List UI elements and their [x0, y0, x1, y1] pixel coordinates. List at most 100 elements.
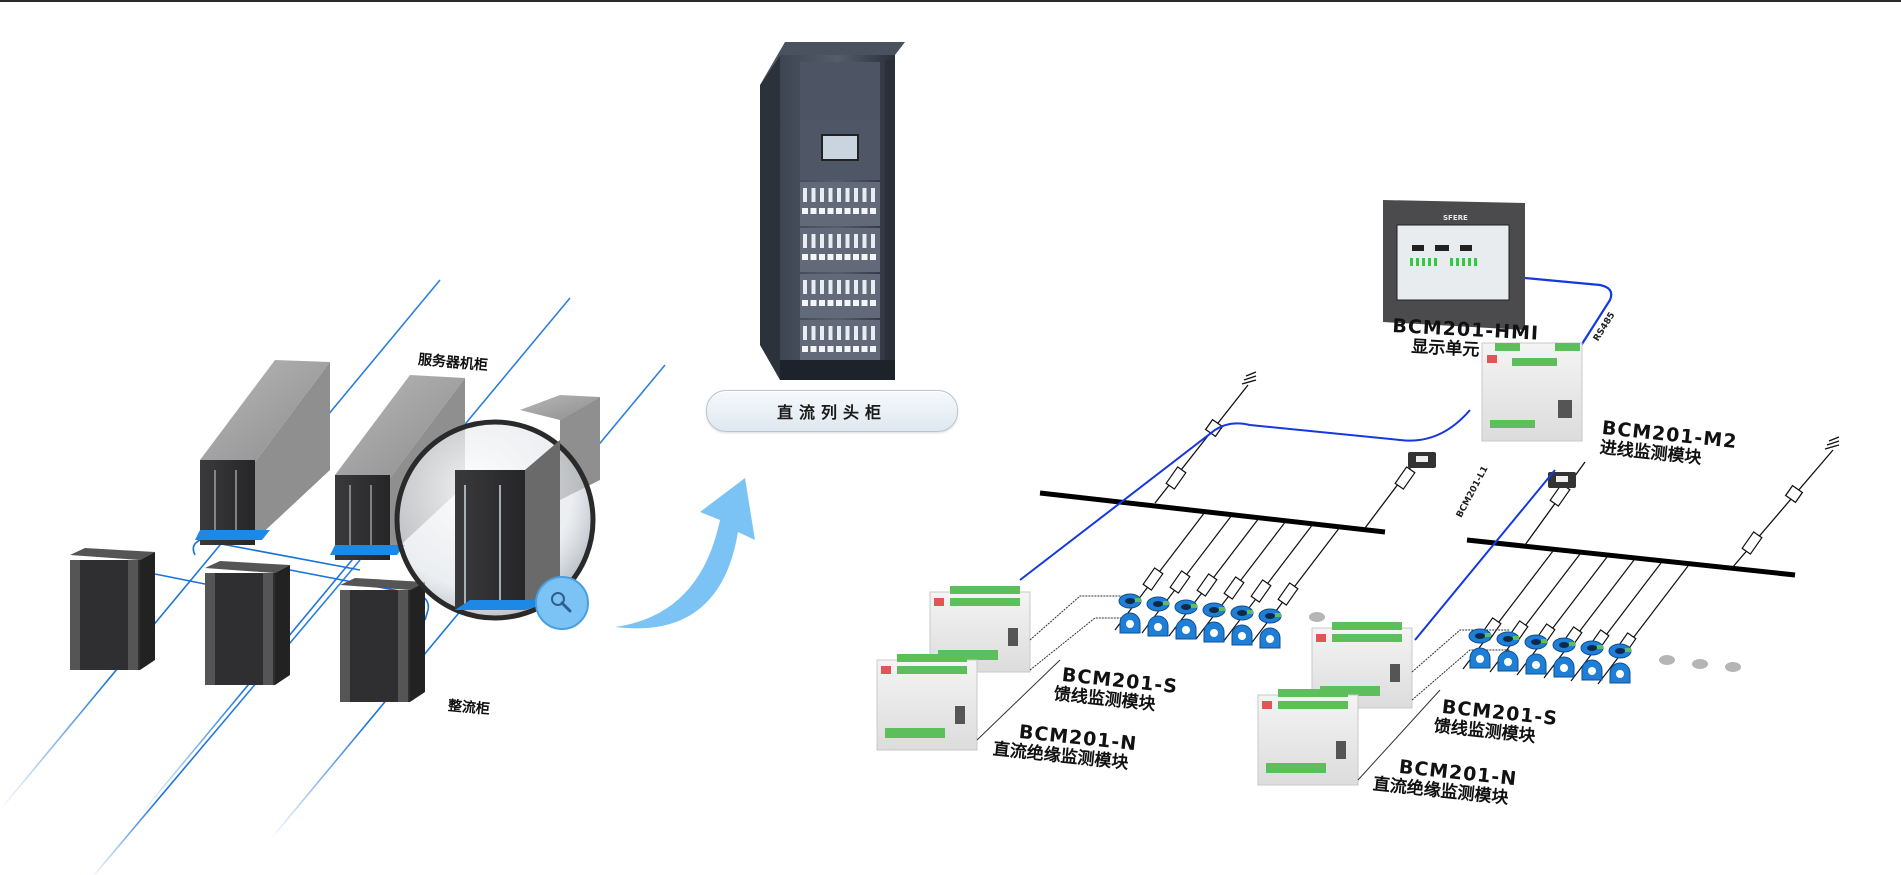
busbar-schematic: [1039, 371, 1840, 685]
signal-wire: [1411, 629, 1510, 673]
signal-wire: [1029, 595, 1135, 641]
sensor-aperture: [1615, 648, 1625, 654]
breaker-handle: [811, 234, 816, 248]
sensor-aperture: [1126, 620, 1134, 628]
breaker-handle: [828, 234, 833, 248]
breaker-terminal: [861, 346, 868, 352]
breaker-handle: [811, 280, 816, 294]
breaker-handle: [837, 234, 841, 248]
breaker-terminal: [844, 254, 851, 260]
feeder-line: [1597, 565, 1689, 685]
breaker-handle: [803, 234, 807, 248]
fuse-symbol: [1142, 567, 1164, 591]
breaker-handle: [871, 280, 875, 294]
breaker-handle: [828, 280, 833, 294]
breaker-handle: [862, 280, 867, 294]
breaker-handle: [803, 280, 807, 294]
breaker-terminal: [827, 208, 834, 214]
fuse-symbol: [1277, 582, 1299, 606]
breaker-terminal: [870, 300, 876, 306]
breaker-handle: [803, 326, 807, 340]
terminal-block: [1278, 701, 1348, 709]
breaker-handle: [820, 234, 824, 248]
dc-current-sensor-window: [1556, 476, 1568, 482]
breaker-handle: [828, 326, 833, 340]
sensor-connector: [1135, 598, 1141, 602]
breaker-symbol: [1784, 484, 1804, 504]
breaker-handle: [862, 326, 867, 340]
sensor-aperture: [1154, 623, 1162, 631]
signal-wire: [976, 659, 1061, 741]
breaker-handle: [854, 234, 858, 248]
sensor-connector: [1541, 639, 1547, 643]
fuse-symbol: [1741, 531, 1763, 555]
terminal-block: [1332, 622, 1402, 630]
breaker-handle: [845, 326, 850, 340]
sensor-aperture: [1238, 632, 1246, 640]
sensor-aperture: [1559, 642, 1569, 648]
terminal-block: [950, 586, 1020, 594]
breaker-terminal: [853, 300, 859, 306]
breaker-terminal: [870, 346, 876, 352]
breaker-terminal: [802, 208, 808, 214]
breaker-terminal: [827, 300, 834, 306]
rj45-port: [1008, 628, 1018, 646]
terminal-block: [938, 650, 998, 660]
breaker-handle: [871, 188, 875, 202]
breaker-handle: [820, 326, 824, 340]
sensor-aperture: [1182, 626, 1190, 634]
status-led-block: [934, 598, 944, 606]
sensor-aperture: [1475, 633, 1485, 639]
breaker-terminal: [819, 208, 825, 214]
busbar: [1466, 537, 1796, 578]
breaker-handle: [828, 188, 833, 202]
breaker-terminal: [853, 254, 859, 260]
breaker-handle: [820, 280, 824, 294]
sensor-aperture: [1210, 629, 1218, 637]
sensor-connector: [1513, 636, 1519, 640]
breaker-terminal: [810, 254, 817, 260]
dc-head-cabinet-label: 直流列头柜: [706, 390, 958, 432]
sensor-aperture: [1209, 607, 1219, 613]
breaker-terminal: [836, 208, 842, 214]
interconnect-cable: [192, 539, 361, 571]
sensor-connector: [1485, 633, 1491, 637]
breaker-terminal: [802, 346, 808, 352]
rj45-port: [1336, 741, 1346, 759]
breaker-terminal: [844, 208, 851, 214]
breaker-handle: [854, 188, 858, 202]
sensor-aperture: [1181, 604, 1191, 610]
breaker-terminal: [810, 208, 817, 214]
breaker-terminal: [810, 346, 817, 352]
terminal-block: [1320, 686, 1380, 696]
sensor-aperture: [1503, 636, 1513, 642]
terminal-block: [950, 598, 1020, 606]
breaker-handle: [820, 188, 824, 202]
sensor-aperture: [1532, 661, 1540, 669]
signal-wire: [1411, 649, 1510, 701]
ground-symbol: [1241, 379, 1257, 385]
fuse-symbol: [1165, 466, 1187, 490]
sensor-aperture: [1587, 645, 1597, 651]
breaker-terminal: [861, 254, 868, 260]
breaker-terminal: [844, 300, 851, 306]
status-led-block: [1316, 634, 1326, 642]
ground-symbol: [1824, 444, 1840, 450]
breaker-terminal: [853, 346, 859, 352]
terminal-block: [885, 728, 945, 738]
rectifier-cabinet-label: 整流柜: [447, 698, 491, 718]
terminal-block: [897, 666, 967, 674]
hmi-display: [1383, 200, 1525, 330]
terminal-block: [1266, 763, 1326, 773]
breaker-terminal: [827, 346, 834, 352]
sensor-aperture: [1588, 667, 1596, 675]
breaker-terminal: [819, 300, 825, 306]
rectifier-cabinet: [340, 578, 425, 702]
busbar: [1039, 490, 1386, 535]
fuse-symbol: [1250, 579, 1272, 603]
breaker-terminal: [870, 208, 876, 214]
hmi-label: BCM201-HMI 显示单元: [1391, 315, 1540, 364]
breaker-handle: [854, 280, 858, 294]
sensor-connector: [1219, 607, 1225, 611]
